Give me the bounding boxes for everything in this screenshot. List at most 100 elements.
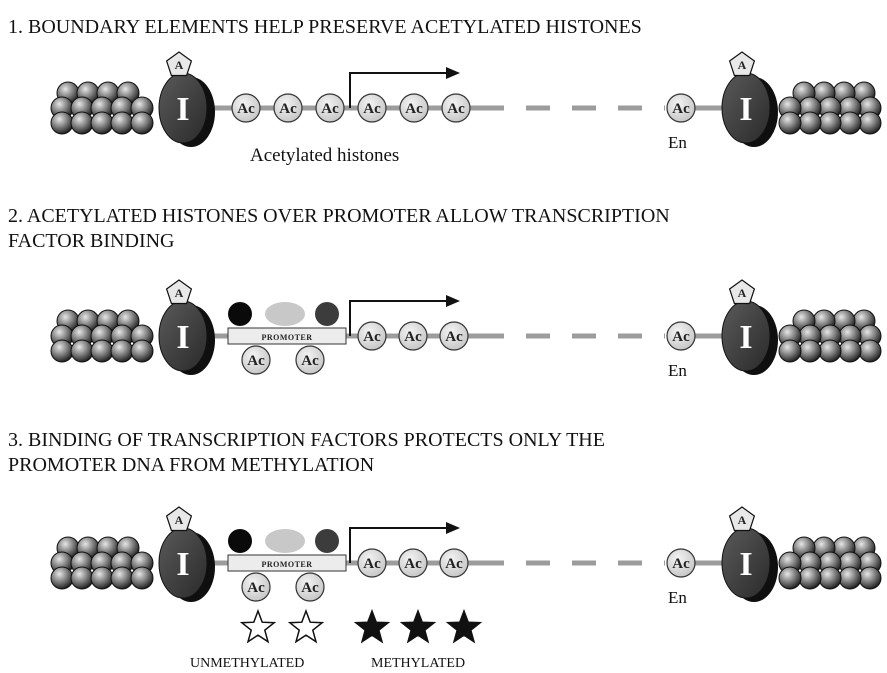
unmethylated-star-icon <box>239 608 277 644</box>
nucleosome-cluster <box>778 309 882 363</box>
acetyl-label: Ac <box>672 329 690 345</box>
acetyl-circle <box>666 548 696 578</box>
promoter-label: PROMOTER <box>261 560 312 569</box>
nucleosome-cluster <box>778 81 882 135</box>
arrow-head <box>446 295 460 307</box>
acetyl-label: Ac <box>404 329 422 345</box>
transcription-factor-black <box>228 302 252 326</box>
transcription-factor-dark <box>315 302 339 326</box>
enhancer-label: En <box>668 588 687 607</box>
panel-caption-line: FACTOR BINDING <box>8 230 175 252</box>
nucleosome <box>858 339 882 363</box>
acetylated-histone: Ac <box>295 345 325 375</box>
acetyl-circle <box>357 321 387 351</box>
insulator-protein-pentagon <box>728 506 756 532</box>
enhancer-label: En <box>668 361 687 380</box>
insulator-protein-label: A <box>175 58 184 72</box>
acetyl-circle <box>241 345 271 375</box>
nucleosome-cluster <box>778 536 882 590</box>
acetyl-circle <box>295 572 325 602</box>
transcription-factor-dark <box>315 529 339 553</box>
nucleosome <box>90 339 114 363</box>
acetylated-histone: Ac <box>398 321 428 351</box>
panel-caption-line: 1. BOUNDARY ELEMENTS HELP PRESERVE ACETY… <box>8 16 642 38</box>
nucleosome <box>778 339 802 363</box>
acetylated-histone: Ac <box>439 321 469 351</box>
acetylated-histone: Ac <box>241 345 271 375</box>
insulator: IA <box>158 279 215 375</box>
nucleosome <box>778 111 802 135</box>
acetyl-label: Ac <box>405 101 423 117</box>
transcription-factor-black <box>228 529 252 553</box>
acetyl-circle <box>241 572 271 602</box>
panel-1: 1. BOUNDARY ELEMENTS HELP PRESERVE ACETY… <box>8 16 882 166</box>
acetyl-circle <box>231 93 261 123</box>
insulator-label: I <box>739 91 752 128</box>
panel-caption-line: 2. ACETYLATED HISTONES OVER PROMOTER ALL… <box>8 205 670 227</box>
acetyl-circle <box>666 93 696 123</box>
methylated-star-icon <box>353 608 391 644</box>
insulator-label: I <box>176 546 189 583</box>
methylated-star-icon <box>445 608 483 644</box>
acetyl-circle <box>441 93 471 123</box>
acetyl-label: Ac <box>301 580 319 596</box>
nucleosome <box>50 566 74 590</box>
acetylated-histone: Ac <box>666 321 696 351</box>
acetyl-label: Ac <box>445 556 463 572</box>
acetyl-label: Ac <box>363 101 381 117</box>
transcription-factor-grey <box>265 302 305 326</box>
nucleosome <box>90 111 114 135</box>
nucleosome <box>110 566 134 590</box>
nucleosome <box>818 111 842 135</box>
promoter-label: PROMOTER <box>261 333 312 342</box>
insulator-protein-label: A <box>175 286 184 300</box>
acetylated-histones-label: Acetylated histones <box>250 145 399 166</box>
acetyl-label: Ac <box>237 101 255 117</box>
nucleosome <box>858 111 882 135</box>
acetyl-label: Ac <box>279 101 297 117</box>
acetylated-histone: Ac <box>399 93 429 123</box>
acetyl-circle <box>398 548 428 578</box>
insulator-label: I <box>176 91 189 128</box>
acetylated-histone: Ac <box>295 572 325 602</box>
nucleosome-cluster <box>50 81 154 135</box>
acetyl-circle <box>439 321 469 351</box>
acetylated-histone: Ac <box>357 93 387 123</box>
transcription-start-arrow <box>349 67 460 108</box>
acetyl-label: Ac <box>247 580 265 596</box>
nucleosome <box>50 111 74 135</box>
insulator-protein-pentagon <box>165 51 193 77</box>
insulator-label: I <box>739 546 752 583</box>
acetyl-label: Ac <box>321 101 339 117</box>
acetyl-circle <box>398 321 428 351</box>
acetylated-histone: Ac <box>357 548 387 578</box>
promoter-box <box>227 327 347 345</box>
insulator-protein-pentagon <box>728 279 756 305</box>
nucleosome <box>838 339 862 363</box>
insulator-protein-pentagon <box>165 506 193 532</box>
acetyl-circle <box>666 321 696 351</box>
acetylated-histone: Ac <box>241 572 271 602</box>
insulator-protein-label: A <box>738 286 747 300</box>
insulator-protein-label: A <box>175 513 184 527</box>
nucleosome <box>110 339 134 363</box>
acetylated-histone: Ac <box>441 93 471 123</box>
insulator-protein-pentagon <box>728 51 756 77</box>
nucleosome <box>798 339 822 363</box>
arrow-line <box>349 72 450 108</box>
acetyl-label: Ac <box>445 329 463 345</box>
nucleosome <box>70 339 94 363</box>
insulator-protein-label: A <box>738 58 747 72</box>
insulator-protein-pentagon <box>165 279 193 305</box>
acetylated-histone: Ac <box>357 321 387 351</box>
insulator: IA <box>158 51 215 147</box>
nucleosome <box>818 339 842 363</box>
insulator: IA <box>721 506 778 602</box>
insulator: IA <box>158 506 215 602</box>
acetyl-circle <box>357 93 387 123</box>
acetyl-circle <box>273 93 303 123</box>
nucleosome <box>858 566 882 590</box>
unmethylated-star-icon <box>287 608 325 644</box>
acetyl-circle <box>399 93 429 123</box>
